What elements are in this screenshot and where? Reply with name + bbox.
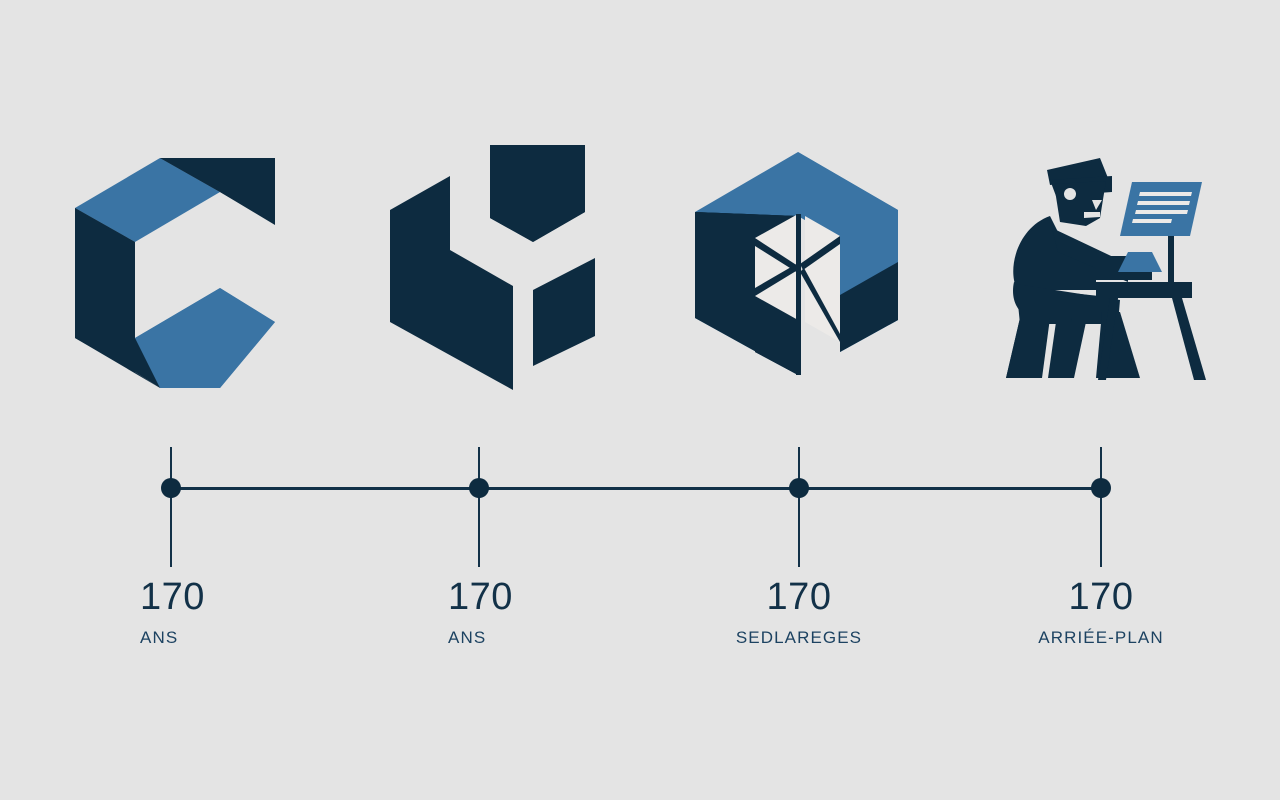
- milestone-2-value: 170: [448, 576, 513, 618]
- milestone-1: 170 ANS: [140, 575, 460, 648]
- milestone-4: 170 ARRIÉE-PLAN: [941, 575, 1261, 648]
- isometric-c-block-icon: [75, 140, 315, 410]
- milestone-2-caption: ANS: [448, 628, 487, 647]
- timeline-tick-4: [1100, 447, 1102, 567]
- milestone-4-caption: ARRIÉE-PLAN: [1038, 628, 1164, 647]
- timeline: [0, 430, 1280, 590]
- milestone-3-value: 170: [766, 576, 832, 618]
- milestone-2: 170 ANS: [448, 575, 768, 648]
- milestone-1-caption: ANS: [140, 628, 179, 647]
- icon-row: [0, 140, 1280, 410]
- isometric-hex-star-block-icon: [690, 140, 930, 410]
- isometric-split-block-icon: [385, 140, 625, 410]
- milestone-3-caption: SEDLAREGES: [735, 628, 863, 647]
- person-at-lectern-icon: [1000, 140, 1240, 410]
- timeline-tick-3: [798, 447, 800, 567]
- milestone-labels: 170 ANS 170 ANS 170 SEDLAREGES 170 ARRIÉ…: [0, 575, 1280, 685]
- timeline-point-2[interactable]: [469, 478, 489, 498]
- timeline-point-4[interactable]: [1091, 478, 1111, 498]
- milestone-4-value: 170: [1068, 576, 1134, 618]
- milestone-3: 170 SEDLAREGES: [639, 575, 959, 648]
- timeline-tick-2: [478, 447, 480, 567]
- timeline-point-3[interactable]: [789, 478, 809, 498]
- timeline-axis: [171, 487, 1102, 490]
- timeline-point-1[interactable]: [161, 478, 181, 498]
- timeline-tick-1: [170, 447, 172, 567]
- milestone-1-value: 170: [140, 576, 205, 618]
